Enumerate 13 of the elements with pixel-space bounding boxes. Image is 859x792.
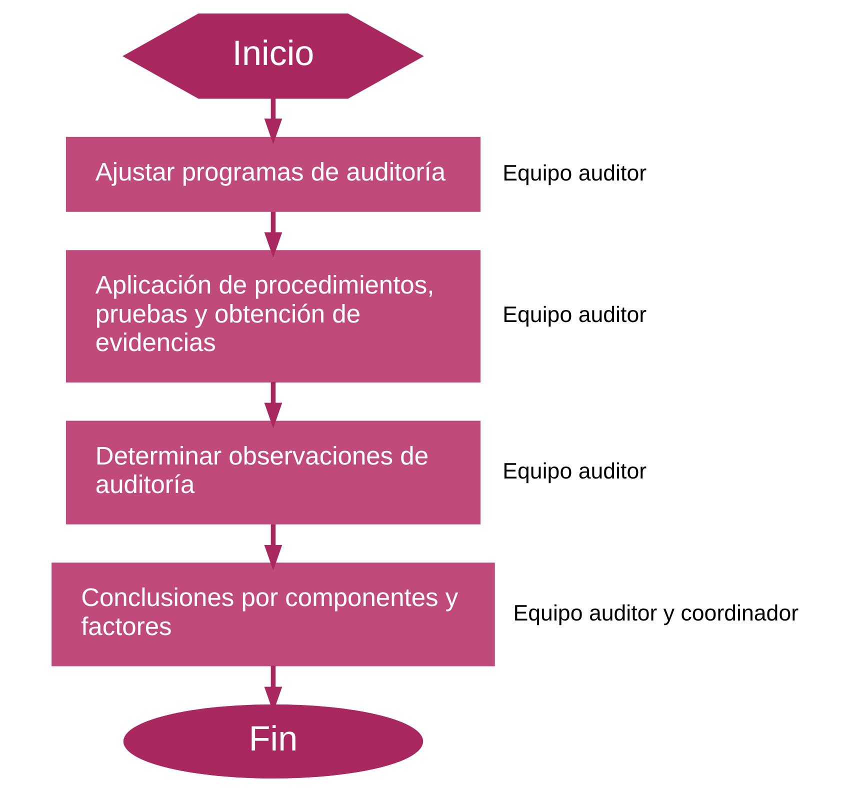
arrow xyxy=(264,212,282,258)
arrow xyxy=(264,382,282,428)
node-label: Equipo auditor xyxy=(502,458,647,484)
node-box: Determinar observaciones de auditoría xyxy=(66,420,481,524)
node-box: Conclusiones por componentes y factores xyxy=(52,562,495,666)
node-box: Aplicación de procedimientos, pruebas y obtención de evidencias xyxy=(66,250,481,382)
arrow xyxy=(264,98,282,144)
arrow xyxy=(264,524,282,571)
node-box: Ajustar programas de auditoría xyxy=(66,136,481,212)
node-label: Equipo auditor y coordinador xyxy=(513,600,799,626)
node-label: Equipo auditor xyxy=(502,302,647,328)
node-ellipse: Fin xyxy=(123,704,424,779)
node-label: Equipo auditor xyxy=(502,160,647,186)
